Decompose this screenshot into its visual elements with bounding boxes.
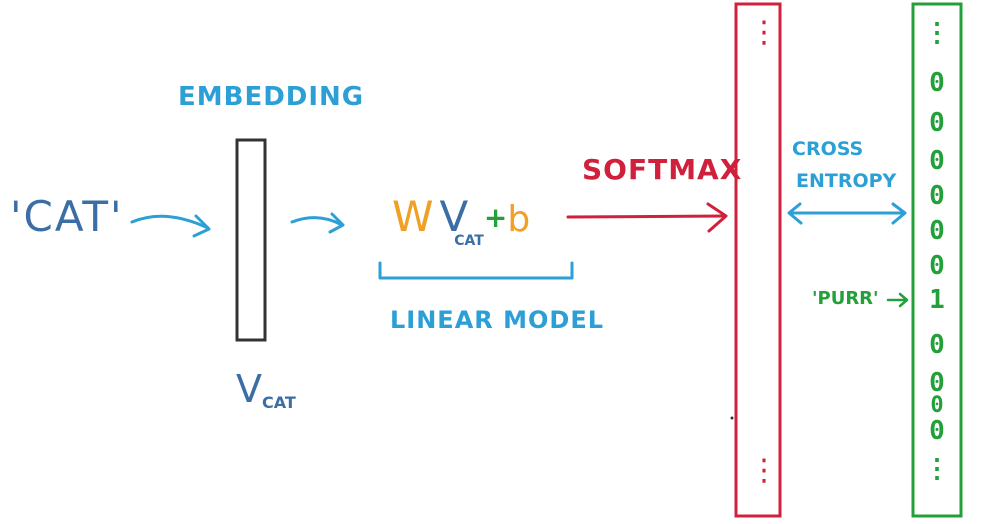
softmax-arrow-head — [706, 202, 728, 233]
one-hot-target-vector — [911, 2, 963, 518]
one-hot-value: 0 — [929, 68, 945, 98]
target-word-label: 'PURR' — [812, 288, 879, 309]
one-hot-value: 0 — [930, 393, 944, 418]
one-hot-value: 0 — [929, 368, 945, 398]
plus-sign: + — [483, 201, 508, 234]
b-letter: b — [507, 199, 531, 240]
one-hot-value: 0 — [929, 146, 945, 176]
equation-v-letter: V — [439, 192, 469, 241]
softmax-output-vector — [734, 2, 782, 518]
w-letter: W — [392, 192, 434, 241]
embedding-label: EMBEDDING — [178, 82, 365, 112]
one-hot-value: 0 — [929, 108, 945, 138]
cross-entropy-arrow-left-head — [787, 202, 803, 225]
equation-cat-subscript: CAT — [454, 233, 484, 249]
one-hot-value: 0 — [929, 330, 945, 360]
softmax-arrow — [566, 214, 727, 219]
embedding-vector-symbol: VCAT — [236, 367, 296, 411]
softmax-top-ellipsis: ⋮ — [749, 15, 779, 50]
one-hot-top-ellipsis: ⋮ — [924, 18, 950, 48]
v-letter: V — [236, 367, 262, 411]
one-hot-value: 0 — [929, 216, 945, 246]
arrow-input-to-embedding — [130, 214, 210, 230]
softmax-bottom-ellipsis: ⋮ — [749, 453, 779, 488]
one-hot-value: 0 — [929, 416, 945, 446]
arrow-input-to-embedding-head — [192, 214, 211, 238]
arrow-embedding-to-linear — [290, 216, 344, 227]
linear-model-label: LINEAR MODEL — [390, 306, 605, 334]
cross-label: CROSS — [792, 138, 864, 160]
input-word-label: 'CAT' — [10, 192, 124, 241]
stray-dot — [730, 416, 734, 420]
linear-model-bracket — [378, 261, 574, 280]
cross-entropy-arrow-right-head — [891, 202, 907, 225]
entropy-label: ENTROPY — [796, 170, 897, 192]
one-hot-value-hot: 1 — [929, 285, 945, 315]
one-hot-value: 0 — [929, 251, 945, 281]
one-hot-value: 0 — [929, 181, 945, 211]
target-word-arrow-head — [898, 292, 909, 308]
softmax-label: SOFTMAX — [582, 153, 743, 186]
embedding-vector — [235, 138, 267, 342]
one-hot-bottom-ellipsis: ⋮ — [924, 454, 950, 484]
arrow-embedding-to-linear-head — [328, 212, 345, 234]
v-cat-subscript: CAT — [262, 393, 296, 412]
